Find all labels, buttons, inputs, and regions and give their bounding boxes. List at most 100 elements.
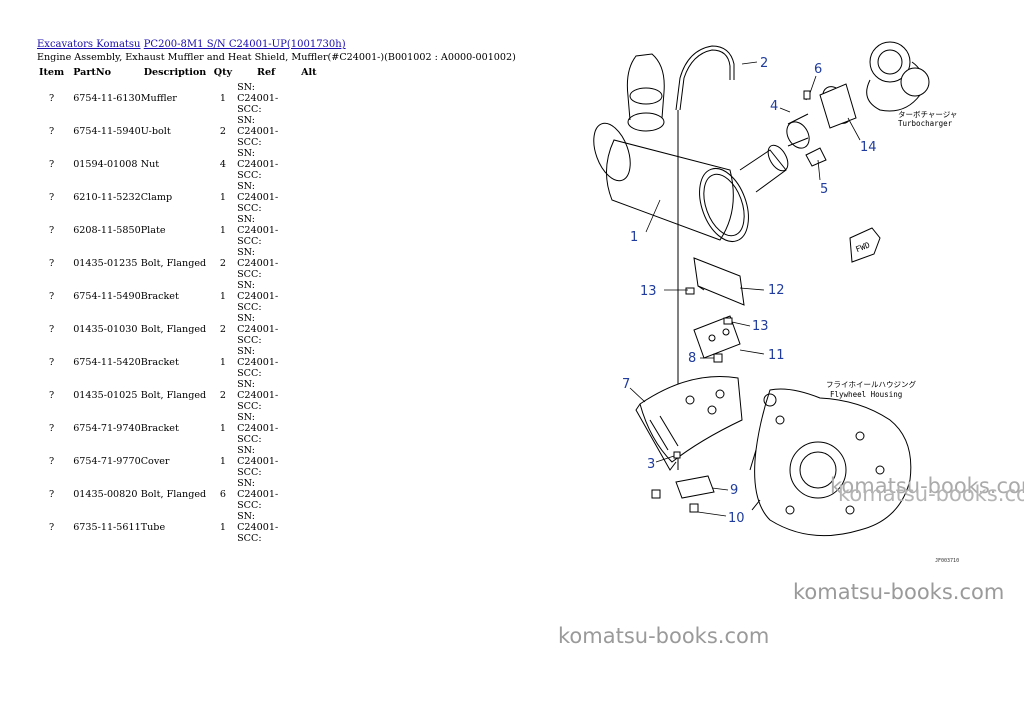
callout-6: 6 (814, 62, 822, 77)
cell-qty: 1 (219, 225, 226, 236)
cell-description: Bolt, Flanged (140, 324, 207, 335)
cell-ref: SN: C24001-SCC: (237, 379, 279, 412)
breadcrumb-link-category[interactable]: Excavators Komatsu (37, 39, 141, 50)
cell-ref: SN: C24001-SCC: (237, 214, 279, 247)
cell-qty: 4 (219, 159, 226, 170)
cell-partno: 01435-01235 (73, 258, 138, 269)
cell-qty: 1 (219, 192, 226, 203)
callout-11: 11 (768, 348, 785, 363)
cell-description: Bolt, Flanged (140, 489, 207, 500)
cell-ref: SN: C24001-SCC: (237, 412, 279, 445)
cell-qty: 2 (219, 126, 226, 137)
cell-description: Bracket (140, 291, 179, 302)
cell-qty: 1 (219, 456, 226, 467)
cell-ref: SN: C24001-SCC: (237, 115, 279, 148)
callout-8: 8 (688, 351, 696, 366)
cell-alt (298, 115, 344, 148)
turbocharger-illustration (819, 41, 930, 129)
cell-partno: 6735-11-5611 (73, 522, 141, 533)
col-header-description: Description (143, 67, 207, 78)
cell-partno: 01435-01030 (73, 324, 138, 335)
turbocharger-label-jp: ターボチャージャ (898, 110, 957, 119)
col-header-item: Item (39, 67, 65, 78)
cell-ref: SN: C24001-SCC: (237, 313, 279, 346)
cell-qty: 6 (219, 489, 226, 500)
breadcrumb: Excavators Komatsu PC200-8M1 S/N C24001-… (37, 39, 346, 51)
cell-ref: SN: C24001-SCC: (237, 247, 279, 280)
flywheel-label-jp: フライホイールハウジング (826, 379, 916, 389)
col-header-ref: Ref (256, 67, 276, 78)
page-title: Engine Assembly, Exhaust Muffler and Hea… (37, 52, 516, 63)
callout-1: 1 (630, 230, 638, 245)
watermark-2: komatsu-books.com (838, 482, 1024, 506)
flywheel-label-en: Flywheel Housing (830, 390, 902, 399)
heat-shield-illustration (635, 375, 743, 471)
cell-alt (298, 247, 344, 280)
callout-13a: 13 (640, 284, 657, 299)
watermark-4: komatsu-books.com (558, 624, 770, 648)
cell-description: Tube (140, 522, 166, 533)
parts-table-header: Item PartNo Description Qty Ref Alt (36, 65, 344, 82)
cell-qty: 1 (219, 423, 226, 434)
cell-description: Cover (140, 456, 170, 467)
cell-alt (298, 379, 344, 412)
cell-item: ? (49, 489, 55, 500)
cell-description: Bracket (140, 357, 179, 368)
cell-item: ? (49, 522, 55, 533)
cell-qty: 1 (219, 93, 226, 104)
fwd-arrow-icon (849, 227, 881, 263)
exhaust-muffler-diagram: 1 2 3 4 5 6 7 8 9 10 11 12 13 13 14 ターボチ… (593, 41, 957, 537)
cell-ref: SN: C24001-SCC: (237, 346, 279, 379)
cell-description: Muffler (140, 93, 177, 104)
cell-ref: SN: C24001-SCC: (237, 478, 279, 511)
watermark-1: komatsu-books.com (830, 474, 1024, 498)
bracket-11-illustration (693, 315, 741, 359)
cell-item: ? (49, 456, 55, 467)
cell-item: ? (49, 225, 55, 236)
cell-partno: 01435-00820 (73, 489, 138, 500)
cell-partno: 6210-11-5232 (73, 192, 141, 203)
bracket-12-illustration (693, 257, 745, 306)
watermark-3: komatsu-books.com (793, 580, 1005, 604)
cell-alt (298, 82, 344, 115)
cell-ref: SN: C24001-SCC: (237, 181, 279, 214)
cell-alt (298, 181, 344, 214)
cell-alt (298, 445, 344, 478)
cell-partno: 6754-71-9740 (73, 423, 141, 434)
drawing-code: JF003710 (935, 558, 960, 564)
cell-alt (298, 280, 344, 313)
cell-qty: 1 (219, 522, 226, 533)
cell-partno: 6754-11-5490 (73, 291, 141, 302)
cell-partno: 01594-01008 (73, 159, 138, 170)
cell-alt (298, 478, 344, 511)
cell-ref: SN: C24001-SCC: (237, 148, 279, 181)
cell-description: Bracket (140, 423, 179, 434)
callout-9: 9 (730, 483, 738, 498)
turbocharger-label-en: Turbocharger (898, 119, 953, 128)
breadcrumb-link-model[interactable]: PC200-8M1 S/N C24001-UP(1001730h) (143, 39, 346, 50)
cell-description: Clamp (140, 192, 173, 203)
cell-partno: 6754-11-6130 (73, 93, 141, 104)
cell-description: Bolt, Flanged (140, 390, 207, 401)
callout-7: 7 (622, 377, 630, 392)
cell-alt (298, 148, 344, 181)
cell-qty: 2 (219, 258, 226, 269)
callout-2: 2 (760, 56, 768, 71)
callout-12: 12 (768, 283, 785, 298)
callout-3: 3 (647, 457, 655, 472)
cell-item: ? (49, 126, 55, 137)
cell-alt (298, 346, 344, 379)
cell-alt (298, 313, 344, 346)
cell-qty: 2 (219, 324, 226, 335)
